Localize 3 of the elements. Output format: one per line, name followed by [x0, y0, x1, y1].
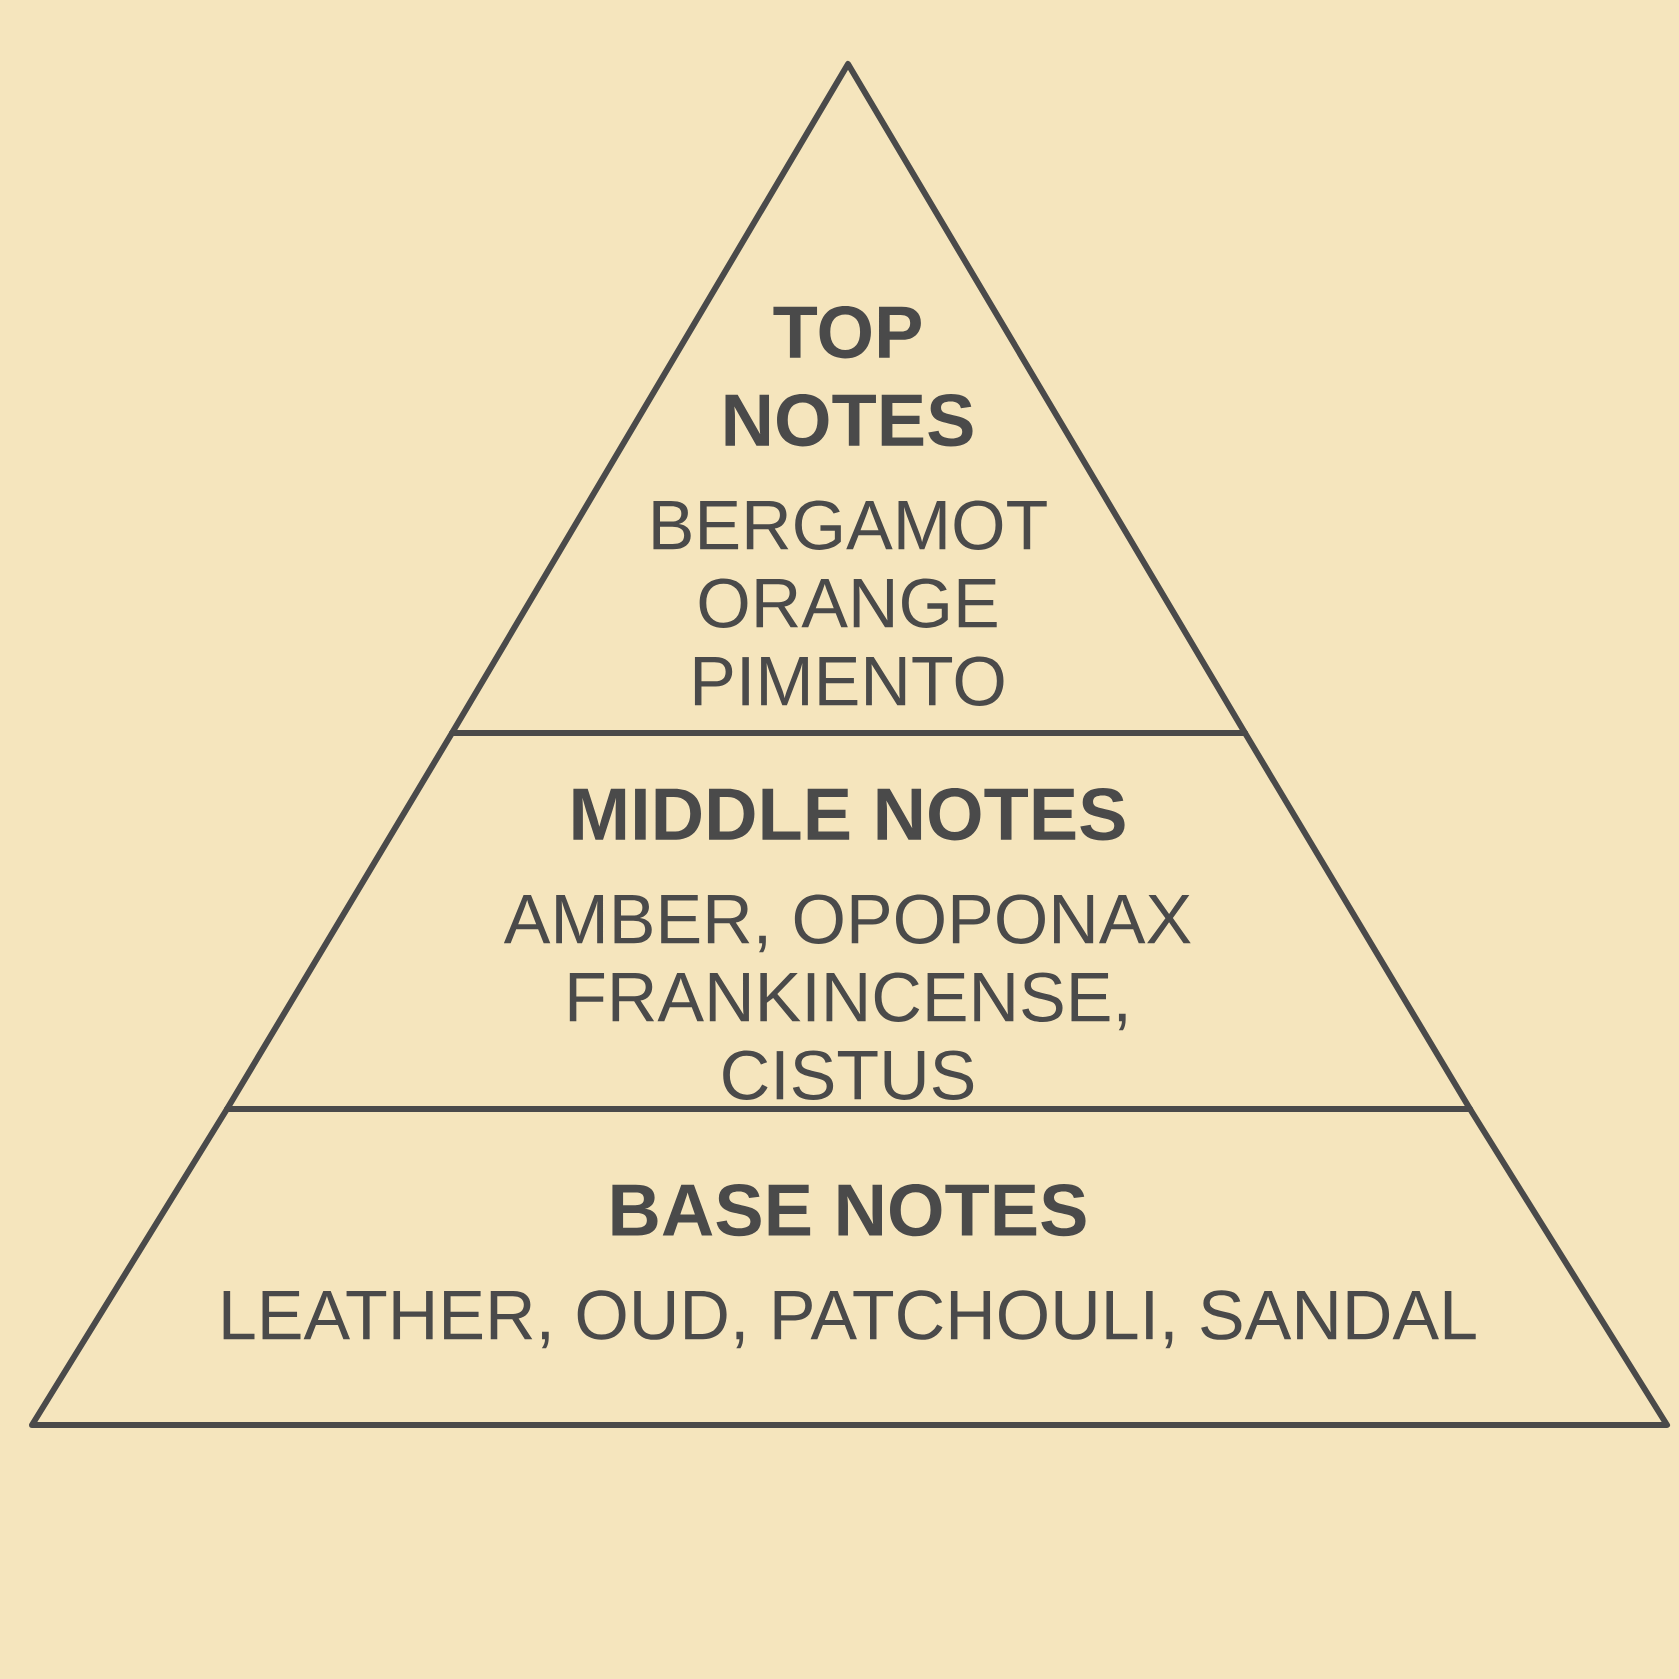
pyramid-band: BASE NOTES LEATHER, OUD, PATCHOULI, SANDAL [29, 1106, 1671, 1428]
pyramid-band: MIDDLE NOTES AMBER, OPOPONAX FRANKINCENSE, CISTUS [224, 730, 1473, 1112]
pyramid-band: TOP NOTES BERGAMOT ORANGE PIMENTO [449, 61, 1248, 736]
